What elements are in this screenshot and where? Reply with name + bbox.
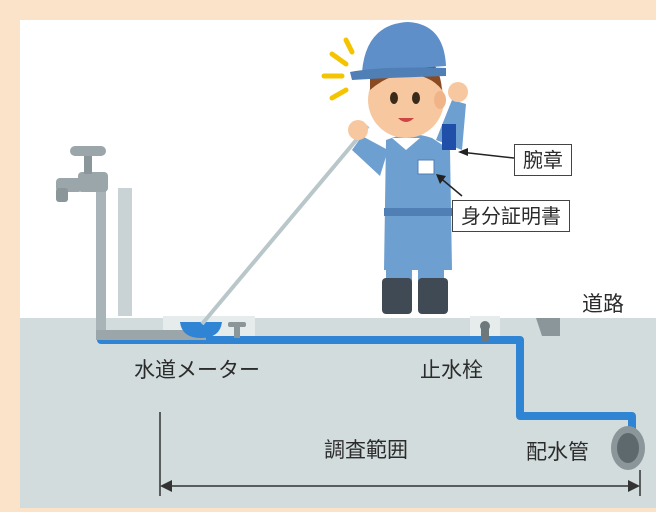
road-label: 道路 [582, 292, 624, 316]
faucet-icon [56, 146, 132, 338]
distribution-pipe-end-icon [611, 426, 645, 470]
listening-rod [200, 124, 370, 326]
distribution-pipe-label: 配水管 [526, 440, 589, 464]
stop-valve-label: 止水栓 [420, 358, 483, 382]
armband-label: 腕章 [514, 144, 572, 176]
id-card-label: 身分証明書 [452, 200, 570, 232]
survey-range-arrow [159, 412, 641, 496]
water-meter-label: 水道メーター [134, 358, 260, 382]
water-meter-icon [180, 322, 246, 338]
callout-lines [436, 148, 515, 197]
stop-valve-icon [480, 321, 490, 342]
worker-figure [200, 22, 468, 326]
survey-range-label: 調査範囲 [324, 438, 408, 462]
armband-icon [442, 124, 456, 150]
road-curb [536, 318, 560, 336]
id-card-icon [417, 159, 435, 175]
water-pipe [96, 330, 636, 440]
